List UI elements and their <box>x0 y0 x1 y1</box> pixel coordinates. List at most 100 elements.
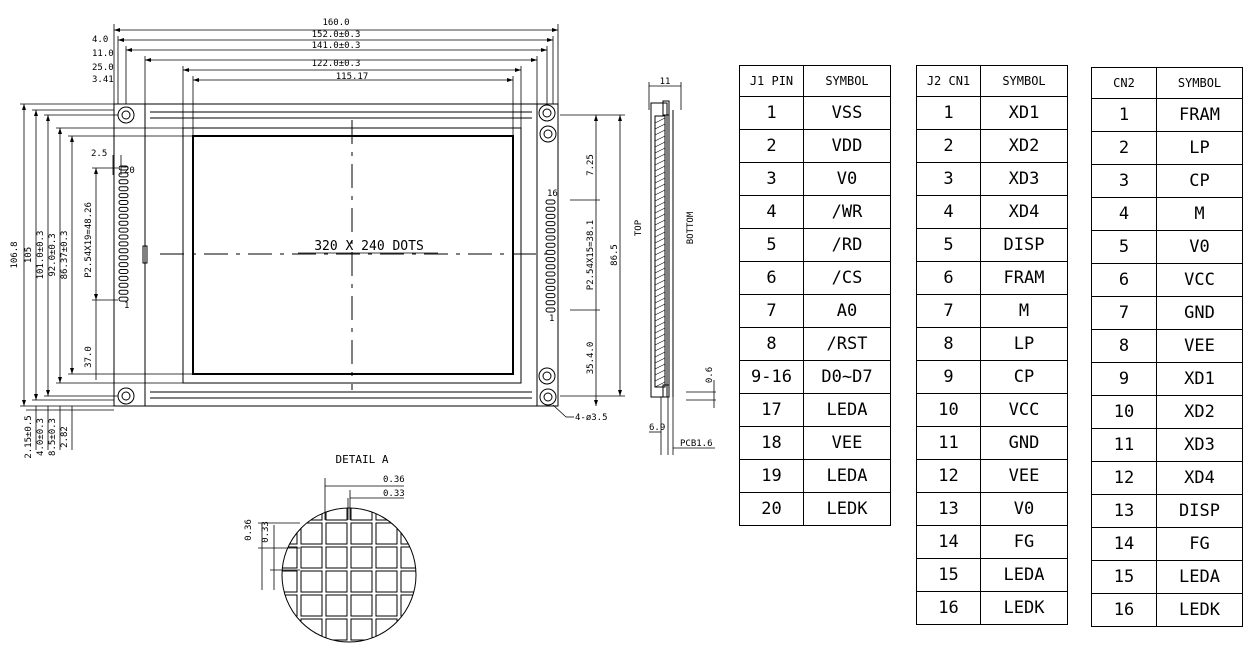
cn2-symbol-cell: VCC <box>1156 263 1243 297</box>
cn2-symbol-cell: XD3 <box>1156 428 1243 462</box>
j2-symbol-cell: XD3 <box>980 162 1068 196</box>
cn-pin <box>545 271 556 277</box>
cn-pin <box>545 285 556 291</box>
dim-106-8: 106.8 <box>10 241 20 268</box>
j1-pin-cell: 5 <box>739 228 804 262</box>
j1-connector <box>118 165 129 302</box>
j1-symbol-cell: LEDA <box>803 459 891 493</box>
dim-11: 11.0 <box>92 49 114 59</box>
j1-pin <box>118 289 129 295</box>
cn2-pin-cell: 15 <box>1091 560 1157 594</box>
dot-pixel <box>282 522 298 545</box>
j1-pin <box>118 200 129 205</box>
j2-symbol-cell: VEE <box>980 459 1068 493</box>
dim-2-15: 2.15±0.5 <box>24 415 34 458</box>
dim-4: 4.0 <box>92 35 108 45</box>
j1-pin-cell: 2 <box>739 129 804 163</box>
cn-connector <box>545 199 556 313</box>
detail-pitch-v: 0.36 <box>244 519 254 541</box>
j1-pin-cell: 18 <box>739 426 804 460</box>
table-row: 5/RD <box>739 228 891 262</box>
cn-pin <box>545 307 556 313</box>
cn2-symbol-cell: XD4 <box>1156 461 1243 495</box>
dim-86-5: 86.5 <box>610 244 620 266</box>
j2-pin-cell: 1 <box>916 96 981 130</box>
j1-pin <box>118 220 129 226</box>
j1-pin <box>118 275 129 281</box>
screen-label: 320 X 240 DOTS <box>314 239 424 254</box>
j2-symbol-cell: V0 <box>980 492 1068 526</box>
active-area <box>192 135 514 375</box>
dim-152: 152.0±0.3 <box>312 30 361 40</box>
dim-101: 101.0±0.3 <box>36 231 46 280</box>
j1-pin <box>118 296 129 302</box>
j2-symbol-cell: XD4 <box>980 195 1068 229</box>
j1-pin <box>118 193 129 199</box>
cn2-pin-cell: 5 <box>1091 230 1157 264</box>
j1-pin-cell: 1 <box>739 96 804 130</box>
cn-pin <box>545 199 556 205</box>
dim-4-0: 4.0±0.3 <box>36 418 46 456</box>
dim-25: 25.0 <box>92 63 114 73</box>
detail-dot-v: 0.33 <box>261 521 271 543</box>
cn2-header-symbol: SYMBOL <box>1156 67 1243 99</box>
dim-141: 141.0±0.3 <box>312 41 361 51</box>
table-header: J2 CN1 SYMBOL <box>916 65 1068 97</box>
side-dim-small: 0.6 <box>705 367 715 383</box>
j2-pin-cell: 8 <box>916 327 981 361</box>
j1-pin-cell: 6 <box>739 261 804 295</box>
cn2-header-pin: CN2 <box>1091 67 1157 99</box>
j1-pin <box>118 248 129 254</box>
side-width: 11 <box>660 77 671 87</box>
j1-pin <box>118 179 129 185</box>
j2-header-symbol: SYMBOL <box>980 65 1068 97</box>
side-pcb: PCB1.6 <box>680 439 713 449</box>
cn-pin <box>545 235 556 241</box>
j1-symbol-cell: LEDA <box>803 393 891 427</box>
dim-105: 105 <box>24 247 34 263</box>
j1-header-pin: J1 PIN <box>739 65 804 97</box>
j2-pin-cell: 11 <box>916 426 981 460</box>
cn-pin <box>545 278 556 284</box>
cn-pin <box>545 257 556 263</box>
dim-122: 122.0±0.3 <box>312 59 361 69</box>
cn2-symbol-cell: FG <box>1156 527 1243 561</box>
j1-symbol-cell: LEDK <box>803 492 891 526</box>
cn2-symbol-cell: VEE <box>1156 329 1243 363</box>
j1-symbol-cell: VSS <box>803 96 891 130</box>
cn-pin-first: 1 <box>549 314 554 324</box>
dot-pixel <box>375 594 398 617</box>
j1-pin <box>118 186 129 192</box>
dim-cn-pitch: P2.54X15=38.1 <box>586 220 596 290</box>
j2-pin-cell: 2 <box>916 129 981 163</box>
cn2-pin-cell: 4 <box>1091 197 1157 231</box>
j1-pin-cell: 19 <box>739 459 804 493</box>
cn2-symbol-cell: XD2 <box>1156 395 1243 429</box>
cn-pin <box>545 213 556 219</box>
cn-pin <box>545 242 556 248</box>
detail-a <box>258 478 417 643</box>
dot-pixel <box>325 570 348 593</box>
j2-pin-cell: 9 <box>916 360 981 394</box>
j1-symbol-cell: A0 <box>803 294 891 328</box>
dim-2-82: 2.82 <box>60 426 70 448</box>
j1-symbol-cell: VEE <box>803 426 891 460</box>
cn2-symbol-cell: LEDK <box>1156 593 1243 627</box>
